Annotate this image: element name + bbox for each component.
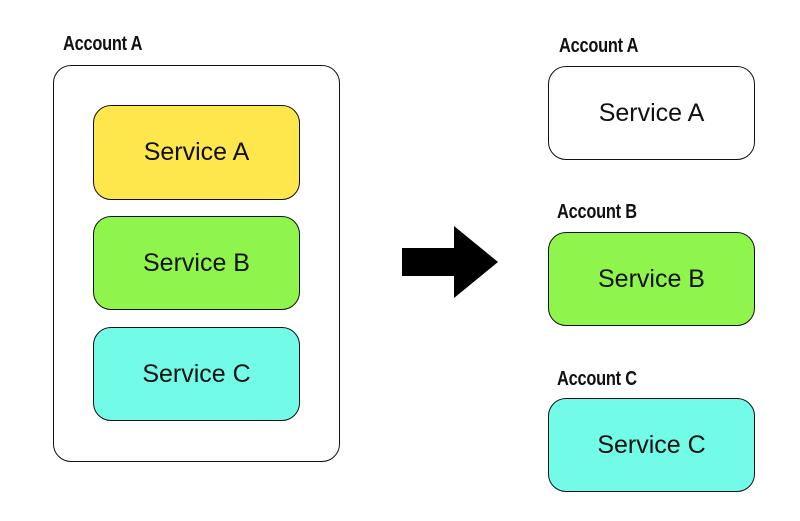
right-account-b-label: Account B — [557, 201, 637, 223]
left-service-b: Service B — [93, 216, 300, 310]
right-service-a: Service A — [548, 66, 755, 160]
left-account-label: Account A — [63, 33, 143, 55]
right-account-a-label: Account A — [559, 35, 639, 57]
left-service-a: Service A — [93, 105, 300, 200]
right-service-b: Service B — [548, 232, 755, 326]
right-service-c: Service C — [548, 398, 755, 492]
left-service-c: Service C — [93, 327, 300, 421]
right-account-c-label: Account C — [557, 368, 637, 390]
right-arrow-icon — [402, 226, 498, 298]
